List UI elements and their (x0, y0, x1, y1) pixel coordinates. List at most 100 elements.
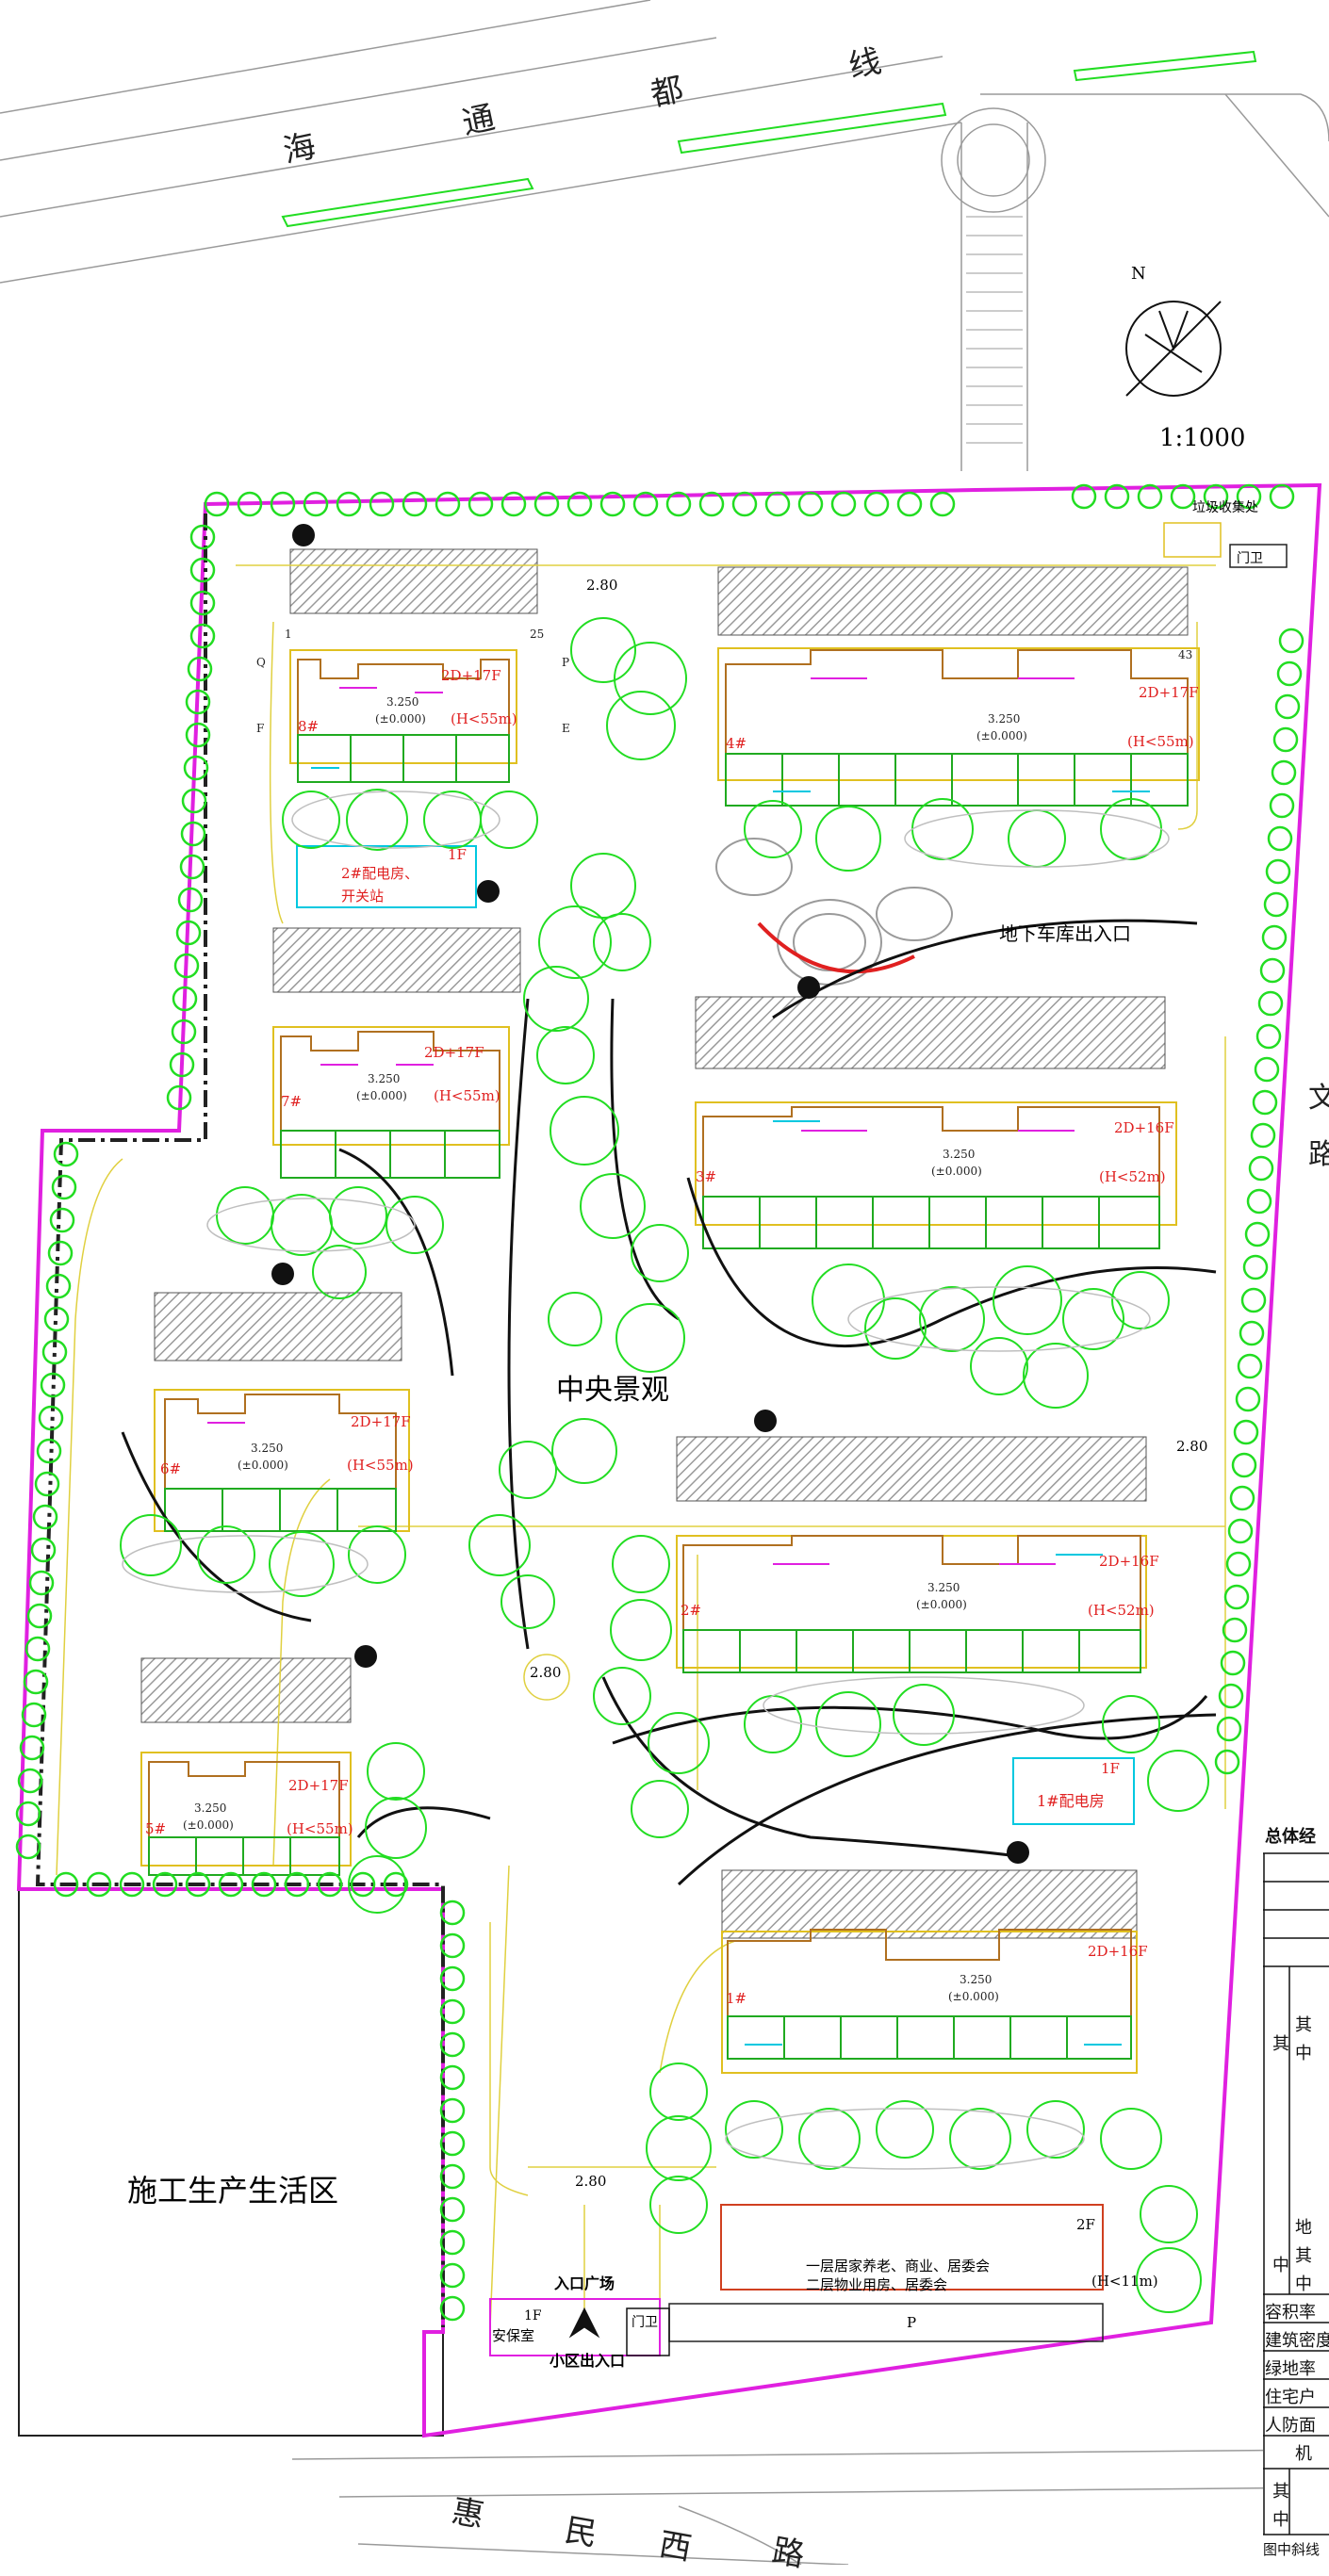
north-road (0, 0, 1329, 471)
axis-marker: 1 (285, 628, 292, 641)
axis-marker: 25 (530, 628, 545, 641)
elevation-mark: 2.80 (530, 1664, 562, 1681)
hatched-blocks (140, 548, 1189, 1939)
building-5-zero: (±0.000) (183, 1818, 234, 1832)
entrance-arrow-icon (568, 2307, 600, 2339)
tree-rows (15, 483, 1304, 2322)
axis-marker: 43 (1178, 648, 1193, 661)
summary-row: 中 (1272, 2256, 1289, 2275)
south-road (291, 2449, 1329, 2565)
summary-row: 容积率 (1265, 2303, 1316, 2323)
summary-row: 其 (1295, 2246, 1312, 2266)
waste-station[interactable] (1163, 522, 1222, 558)
summary-row: 其 (1272, 2482, 1289, 2502)
commercial-floor: 2F (1076, 2216, 1095, 2233)
substation-1-label: 1#配电房 (1037, 1792, 1105, 1810)
axis-marker: F (256, 722, 265, 735)
roundabout-2-80 (523, 1654, 570, 1701)
building-3-floors: 2D+16F (1114, 1119, 1174, 1136)
summary-row: 建筑密度 (1265, 2331, 1329, 2351)
road-stripes (966, 216, 1023, 444)
summary-row: 机 (1295, 2444, 1312, 2464)
summary-row: 人防面 (1265, 2416, 1316, 2436)
north-letter: N (1131, 264, 1146, 284)
axis-marker: Q (256, 656, 266, 669)
inner-dashed-boundary (35, 514, 445, 2327)
building-2-id: 2# (681, 1602, 702, 1619)
building-4-elev: 3.250 (988, 712, 1021, 726)
balcony-accents (207, 677, 1075, 1565)
east-road-name-1: 文 (1308, 1082, 1329, 1115)
building-3-zero: (±0.000) (931, 1165, 982, 1178)
summary-row: 住宅户 (1265, 2388, 1316, 2407)
elevation-mark: 2.80 (586, 577, 618, 594)
summary-row: 其 (1272, 2034, 1289, 2054)
summary-row: 地 (1295, 2218, 1312, 2238)
building-1-elev: 3.250 (960, 1973, 993, 1986)
construction-area-label: 施工生产生活区 (127, 2173, 339, 2209)
summary-row: 中 (1295, 2274, 1312, 2294)
summary-row: 中 (1272, 2510, 1289, 2530)
building-7-height: (H<55m) (434, 1087, 500, 1104)
building-7-id: 7# (281, 1093, 303, 1110)
building-6-floors: 2D+17F (351, 1413, 411, 1430)
median-strips (281, 50, 1257, 228)
building-8-floors: 2D+17F (441, 667, 501, 684)
building-1-id: 1# (726, 1990, 747, 2007)
cyan-accents (311, 767, 1150, 2046)
garage-plaza (715, 838, 953, 986)
building-1-floors: 2D+16F (1088, 1943, 1148, 1960)
axis-marker: E (562, 722, 570, 735)
building-6-zero: (±0.000) (238, 1459, 288, 1472)
substation-2-floor: 1F (448, 846, 467, 863)
gate-guard-north-label: 门卫 (1237, 551, 1263, 566)
community-entrance-label: 小区出入口 (550, 2352, 626, 2370)
elevation-mark: 2.80 (1176, 1438, 1208, 1455)
commercial-label-2: 二层物业用房、居委会 (806, 2276, 948, 2293)
elevation-mark: 2.80 (575, 2173, 607, 2190)
building-7-zero: (±0.000) (356, 1089, 407, 1102)
summary-row: 其 (1295, 2015, 1312, 2035)
south-road-name-4: 路 (769, 2532, 808, 2575)
building-8-elev: 3.250 (386, 695, 419, 709)
parking-label: P (907, 2314, 917, 2331)
building-6-height: (H<55m) (347, 1457, 414, 1474)
parking-area[interactable] (668, 2303, 1104, 2342)
substation-2[interactable] (296, 845, 477, 908)
building-1-zero: (±0.000) (948, 1990, 999, 2003)
building-6-id: 6# (160, 1460, 182, 1477)
substation-2-label-1: 2#配电房、 (341, 865, 419, 882)
building-3-id: 3# (696, 1168, 717, 1185)
commercial-building[interactable] (720, 2204, 1104, 2291)
summary-panel: 总体经 其 中 其 地 其 中 中 容积率 建筑密度 绿地率 住宅户 人防面 机… (1263, 1814, 1329, 2565)
substation-1[interactable] (1012, 1757, 1135, 1825)
trash-bin-icon (271, 524, 1029, 1864)
building-5-floors: 2D+17F (288, 1777, 349, 1794)
building-8-height: (H<55m) (451, 710, 517, 727)
waste-station-label: 垃圾收集处 (1192, 500, 1258, 515)
building-7-elev: 3.250 (368, 1072, 401, 1085)
commercial-label-1: 一层居家养老、商业、居委会 (806, 2258, 991, 2274)
building-2-zero: (±0.000) (916, 1598, 967, 1611)
summary-row: 中 (1295, 2044, 1312, 2063)
substation-1-floor: 1F (1101, 1760, 1120, 1777)
garage-exit-label: 地下车库出入口 (999, 922, 1131, 945)
central-landscape-label: 中央景观 (556, 1374, 669, 1407)
tree-clusters (120, 617, 1209, 2313)
building-5-elev: 3.250 (194, 1802, 227, 1815)
building-5-id: 5# (145, 1820, 167, 1837)
substation-2-label-2: 开关站 (341, 888, 385, 905)
summary-grid (1263, 1852, 1329, 2535)
building-outlines (140, 647, 1200, 2074)
site-boundary (16, 482, 1322, 2438)
gate-guard-north-box[interactable] (1229, 544, 1288, 568)
east-road-name-2: 路 (1308, 1138, 1329, 1171)
building-6-elev: 3.250 (251, 1442, 284, 1455)
building-4-height: (H<55m) (1127, 733, 1194, 750)
building-5-height: (H<55m) (287, 1820, 353, 1837)
building-3-elev: 3.250 (943, 1148, 976, 1161)
gate-house (626, 2307, 670, 2356)
building-8-id: 8# (298, 718, 320, 735)
security-room-label: 安保室 (492, 2327, 535, 2344)
